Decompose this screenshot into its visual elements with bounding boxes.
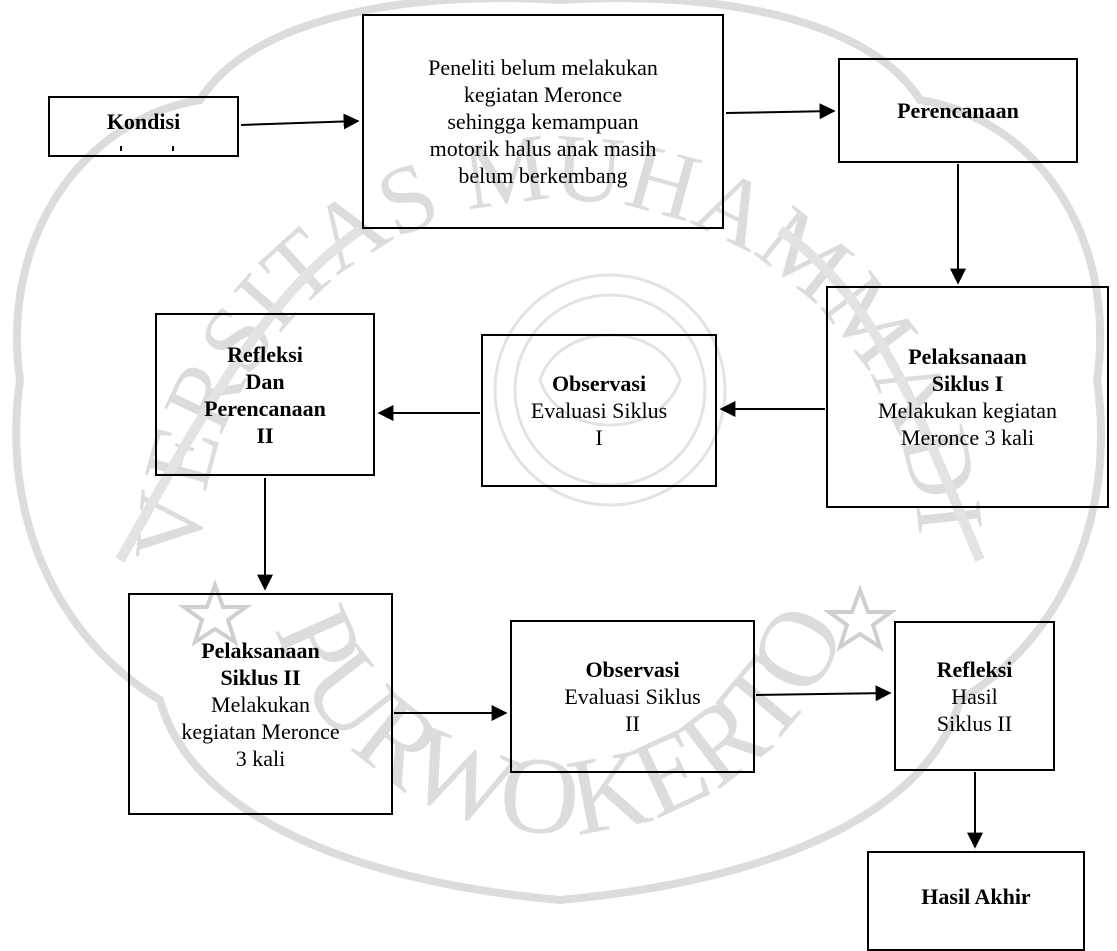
node-title: Refleksi [227, 341, 303, 367]
node-kondisi: Kondisi [48, 96, 239, 157]
arrow-kondisi-to-peneliti [240, 113, 360, 130]
text-fragment-mark [172, 146, 174, 151]
node-title: Refleksi [936, 656, 1013, 682]
node-perencanaan-title: Perencanaan [897, 98, 1019, 123]
node-peneliti-line: belum berkembang [458, 163, 628, 188]
node-text: Hasil [951, 683, 998, 709]
node-peneliti-line: sehingga kemampuan [447, 109, 639, 134]
node-title: Perencanaan [204, 395, 326, 421]
node-peneliti-line: motorik halus anak masih [429, 136, 657, 161]
arrow-peneliti-to-perencanaan [725, 103, 836, 120]
node-text: Melakukan [211, 691, 310, 717]
node-title: Observasi [585, 657, 680, 682]
node-pelaksanaan-siklus-2: Pelaksanaan Siklus II Melakukan kegiatan… [128, 593, 393, 815]
node-observasi-1: Observasi Evaluasi Siklus I [481, 334, 717, 487]
node-text: Evaluasi Siklus [564, 684, 701, 709]
node-title: Observasi [551, 371, 647, 396]
node-text: I [595, 425, 603, 450]
node-text: Melakukan kegiatan [878, 398, 1057, 423]
node-text: Meronce 3 kali [900, 425, 1035, 450]
node-text: Evaluasi Siklus [530, 398, 668, 423]
node-title: Pelaksanaan [908, 344, 1027, 369]
node-peneliti: Peneliti belum melakukan kegiatan Meronc… [362, 14, 724, 229]
node-text: kegiatan Meronce [181, 718, 340, 744]
node-refleksi-dan-perencanaan-2: Refleksi Dan Perencanaan II [155, 313, 375, 476]
node-hasil-akhir: Hasil Akhir [867, 851, 1085, 951]
node-hasil-title: Hasil Akhir [921, 884, 1031, 909]
node-peneliti-line: Peneliti belum melakukan [428, 55, 658, 80]
node-peneliti-line: kegiatan Meronce [463, 82, 623, 107]
node-kondisi-title: Kondisi [106, 109, 181, 134]
node-refleksi-hasil-siklus-2: Refleksi Hasil Siklus II [894, 621, 1055, 771]
node-observasi-2: Observasi Evaluasi Siklus II [510, 620, 755, 773]
node-title: Pelaksanaan [201, 637, 320, 663]
node-title: Siklus I [931, 371, 1004, 396]
node-title: Dan [245, 368, 285, 394]
node-pelaksanaan-siklus-1: Pelaksanaan Siklus I Melakukan kegiatan … [826, 286, 1109, 508]
node-perencanaan: Perencanaan [838, 58, 1078, 163]
node-text: Siklus II [936, 710, 1013, 736]
star-icon [177, 579, 898, 652]
arrow-observasi2-to-refleksi2 [755, 685, 892, 702]
seal-leaves [115, 225, 985, 563]
seal-scalloped-outline [12, 0, 1105, 905]
text-fragment-mark [120, 146, 122, 151]
node-text: II [625, 711, 640, 736]
node-text: 3 kali [235, 745, 286, 771]
node-title: Siklus II [220, 664, 301, 690]
node-title: II [256, 422, 274, 448]
